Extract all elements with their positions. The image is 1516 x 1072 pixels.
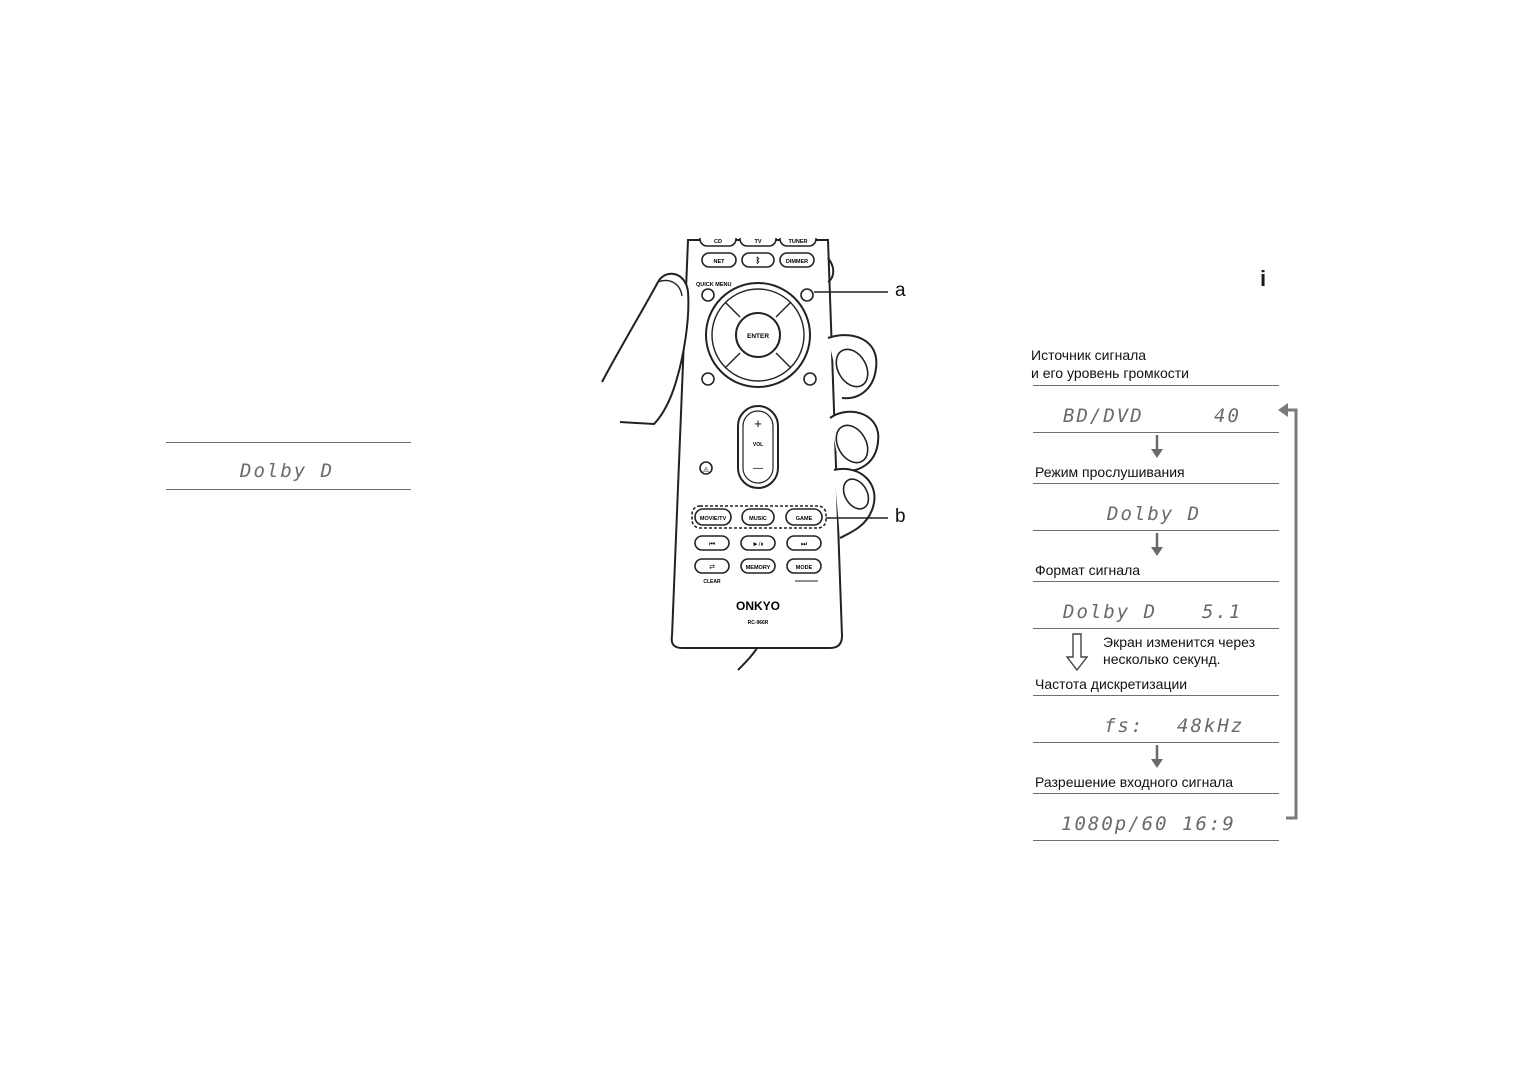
sampling-display-right: 48kHz xyxy=(1177,715,1245,737)
sampling-display-left: fs: xyxy=(1104,715,1145,737)
mode-button-group-outline xyxy=(691,505,827,529)
remote-illustration: CD TV TUNER NET ᛒ DIMMER QUICK MENU ENTE… xyxy=(601,238,888,671)
sampling-label: Частота дискретизации xyxy=(1035,676,1188,692)
mute-icon: ◬ xyxy=(703,466,709,473)
resolution-display-right: 16:9 xyxy=(1182,813,1236,835)
next-icon: ⏭ xyxy=(801,541,808,548)
button-tuner: TUNER xyxy=(789,239,808,245)
sampling-rule-top xyxy=(1033,695,1279,696)
hollow-arrow-down-icon xyxy=(1066,633,1088,671)
prev-icon: ⏮ xyxy=(709,541,715,548)
vol-plus: + xyxy=(754,416,762,431)
source-display-left: BD/DVD xyxy=(1063,405,1144,427)
enter-label: ENTER xyxy=(747,333,769,340)
quick-menu-label: QUICK MENU xyxy=(696,282,731,288)
arrow-down-icon xyxy=(1151,745,1163,768)
listening-rule-top xyxy=(1033,483,1279,484)
button-movie-tv: MOVIE/TV xyxy=(700,516,727,522)
bluetooth-icon: ᛒ xyxy=(756,256,761,265)
repeat-shuffle-icon: ⇄ xyxy=(709,564,715,571)
button-mode: MODE xyxy=(796,565,813,571)
arrow-down-icon xyxy=(1151,435,1163,458)
button-net: NET xyxy=(714,259,726,265)
source-rule-top xyxy=(1033,385,1279,386)
button-tv: TV xyxy=(754,239,761,245)
left-display-text: Dolby D xyxy=(240,460,335,482)
button-music: MUSIC xyxy=(749,516,767,522)
left-display-bottom-rule xyxy=(166,489,411,490)
button-dimmer: DIMMER xyxy=(786,259,808,265)
source-rule-bottom xyxy=(1033,432,1279,433)
brand-logo: ONKYO xyxy=(736,599,780,613)
format-rule-top xyxy=(1033,581,1279,582)
note-line2: несколько секунд. xyxy=(1103,651,1221,667)
listening-display: Dolby D xyxy=(1107,503,1202,525)
format-display-left: Dolby D xyxy=(1063,601,1158,623)
arrow-down-icon xyxy=(1151,533,1163,556)
vol-label: VOL xyxy=(753,442,763,448)
resolution-display-left: 1080p/60 xyxy=(1061,813,1169,835)
source-display-right: 40 xyxy=(1214,405,1241,427)
listening-label: Режим прослушивания xyxy=(1035,464,1185,480)
resolution-rule-bottom xyxy=(1033,840,1279,841)
callout-b: b xyxy=(895,506,906,527)
source-label-line1: Источник сигнала xyxy=(1031,347,1147,363)
sampling-rule-bottom xyxy=(1033,742,1279,743)
setup-button-a xyxy=(800,288,814,302)
listening-rule-bottom xyxy=(1033,530,1279,531)
source-label-line2: и его уровень громкости xyxy=(1031,365,1189,381)
callout-a: a xyxy=(895,280,906,301)
clear-label: CLEAR xyxy=(703,579,721,585)
button-game: GAME xyxy=(796,516,813,522)
resolution-rule-top xyxy=(1033,793,1279,794)
button-memory: MEMORY xyxy=(746,565,771,571)
format-rule-bottom xyxy=(1033,628,1279,629)
button-cd: CD xyxy=(714,239,722,245)
mode-buttons: MOVIE/TV MUSIC GAME xyxy=(694,508,823,526)
format-display-right: 5.1 xyxy=(1202,601,1243,623)
format-label: Формат сигнала xyxy=(1035,562,1141,578)
note-line1: Экран изменится через xyxy=(1103,634,1256,650)
loop-back-arrow-icon xyxy=(1278,403,1298,820)
volume-rocker: + VOL — xyxy=(737,405,779,489)
direction-pad: ENTER xyxy=(705,282,811,388)
model-label: RC-966R xyxy=(748,620,769,626)
resolution-label: Разрешение входного сигнала xyxy=(1035,774,1234,790)
transport-buttons: ⏮ ►/⏸ ⏭ xyxy=(694,535,822,551)
top-button-row: CD TV TUNER xyxy=(699,238,817,247)
vol-minus: — xyxy=(753,463,763,474)
play-pause-icon: ►/⏸ xyxy=(752,541,764,548)
bottom-buttons: ⇄ MEMORY MODE CLEAR xyxy=(694,558,822,585)
info-icon: i xyxy=(1260,266,1267,291)
second-button-row: NET ᛒ DIMMER xyxy=(701,252,815,268)
left-display-top-rule xyxy=(166,442,411,443)
